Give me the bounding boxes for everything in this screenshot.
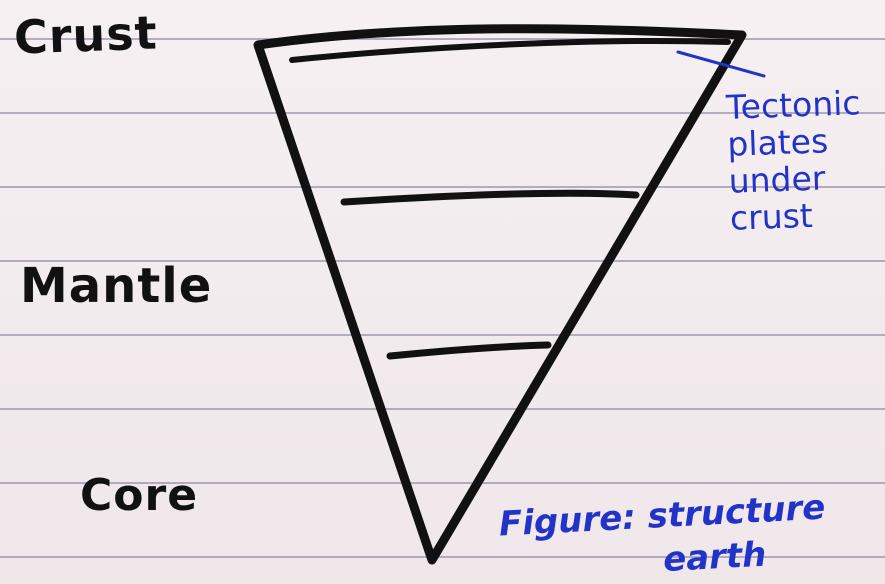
figure-caption: Figure: structure earth bbox=[498, 486, 829, 584]
crust-label: Crust bbox=[13, 6, 158, 65]
annotation-line: plates bbox=[727, 121, 829, 163]
tectonic-plates-annotation: Tectonic plates under crust bbox=[725, 83, 885, 236]
mantle-top-line bbox=[344, 193, 636, 202]
mantle-label: Mantle bbox=[20, 258, 212, 314]
triangle-outline bbox=[258, 29, 742, 560]
annotation-line: crust bbox=[729, 196, 813, 238]
annotation-line: Tectonic bbox=[725, 83, 861, 127]
annotation-line: under bbox=[728, 158, 826, 200]
core-label: Core bbox=[80, 470, 198, 521]
crust-layer-line bbox=[292, 41, 728, 60]
core-top-line bbox=[390, 345, 548, 356]
